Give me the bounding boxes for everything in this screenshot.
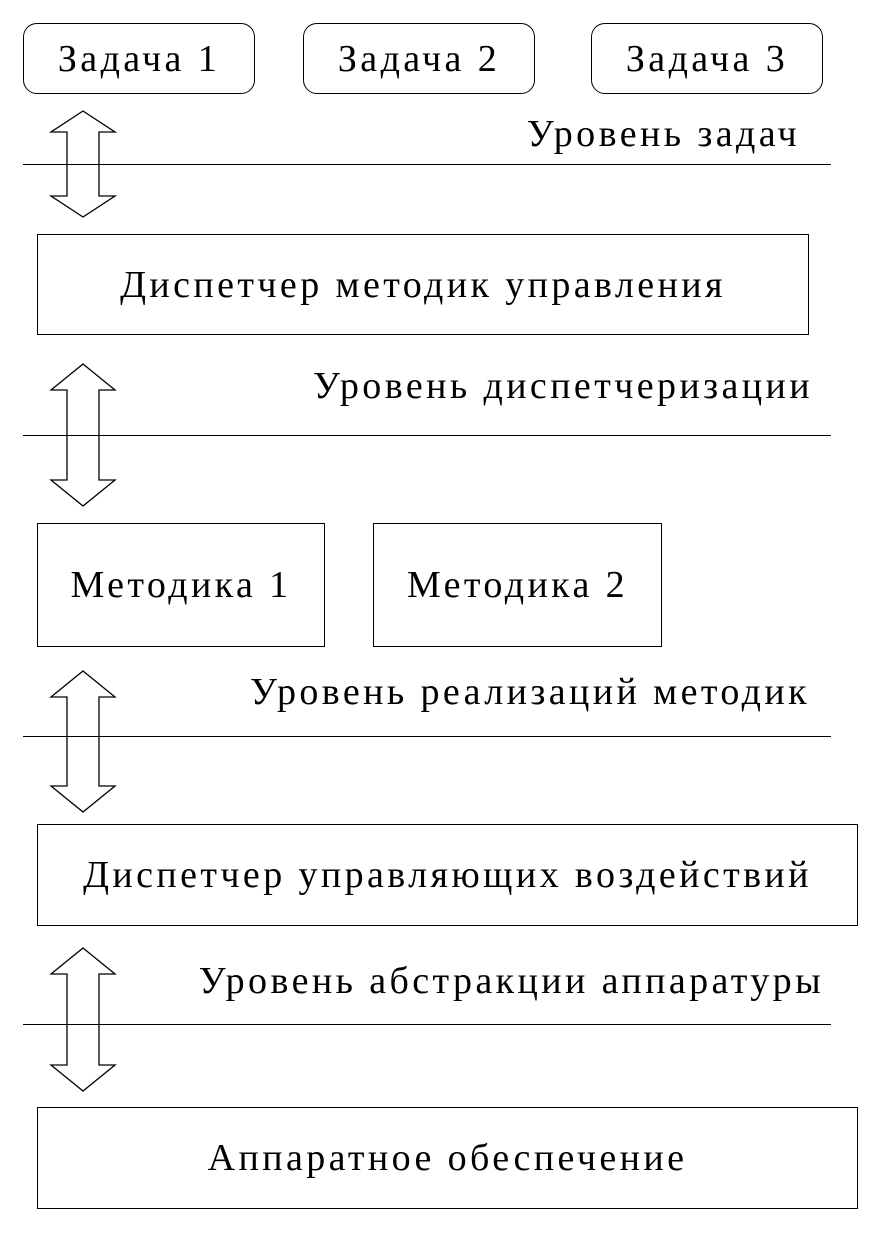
level-label-hardware-abstraction: Уровень абстракции аппаратуры	[198, 960, 824, 1002]
task-box-1: Задача 1	[23, 23, 255, 94]
level-label-dispatching: Уровень диспетчеризации	[312, 365, 813, 407]
task-label: Задача 1	[57, 37, 221, 80]
hardware-label: Аппаратное обеспечение	[207, 1137, 688, 1179]
level-divider	[23, 435, 831, 436]
method-box-1: Методика 1	[37, 523, 325, 647]
method-box-2: Методика 2	[373, 523, 662, 647]
task-label: Задача 3	[625, 37, 789, 80]
level-label-method-implementations: Уровень реализаций методик	[250, 671, 810, 713]
control-dispatcher-label: Диспетчер управляющих воздействий	[83, 854, 812, 896]
double-arrow-icon	[49, 670, 117, 813]
task-box-3: Задача 3	[591, 23, 823, 94]
method-dispatcher-box: Диспетчер методик управления	[37, 234, 809, 335]
double-arrow-icon	[49, 947, 117, 1092]
level-divider	[23, 1024, 831, 1025]
level-label-tasks: Уровень задач	[526, 113, 800, 155]
task-box-2: Задача 2	[303, 23, 535, 94]
task-label: Задача 2	[337, 37, 501, 80]
level-divider	[23, 164, 831, 165]
method-label: Методика 2	[406, 564, 629, 606]
method-label: Методика 1	[70, 564, 292, 606]
hardware-box: Аппаратное обеспечение	[37, 1107, 858, 1209]
control-dispatcher-box: Диспетчер управляющих воздействий	[37, 824, 858, 926]
level-divider	[23, 736, 831, 737]
method-dispatcher-label: Диспетчер методик управления	[120, 263, 726, 306]
